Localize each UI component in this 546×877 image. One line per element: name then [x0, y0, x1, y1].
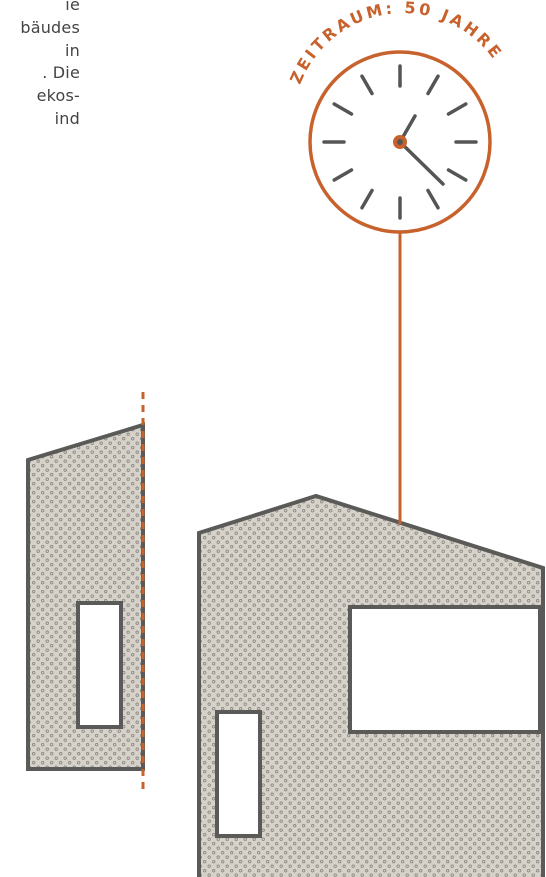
- text-line: . Die: [42, 63, 80, 83]
- clock-tick: [332, 168, 354, 182]
- clock-tick: [360, 74, 374, 96]
- clock-tick: [332, 102, 354, 116]
- clock-tick: [446, 168, 468, 182]
- text-line: ie: [65, 0, 80, 14]
- text-line: ekos-: [36, 86, 80, 106]
- text-line: ind: [54, 108, 80, 128]
- left-building: [26, 422, 145, 771]
- clock-tick: [446, 102, 468, 116]
- clock-ticks: [322, 64, 478, 220]
- right-building-large-window: [348, 605, 542, 734]
- clock: [308, 50, 492, 234]
- clock-tick: [426, 74, 440, 96]
- right-building-door: [215, 710, 262, 838]
- text-line: in: [65, 40, 80, 60]
- left-building-window: [76, 601, 123, 729]
- clock-tick: [360, 188, 374, 210]
- clock-tick: [426, 188, 440, 210]
- description-text: ie bäudes in . Die ekos- ind: [0, 0, 80, 131]
- right-building: [197, 493, 545, 877]
- clock-minute-hand: [398, 140, 445, 186]
- clock-center-dot: [397, 139, 403, 145]
- text-line: bäudes: [20, 17, 80, 37]
